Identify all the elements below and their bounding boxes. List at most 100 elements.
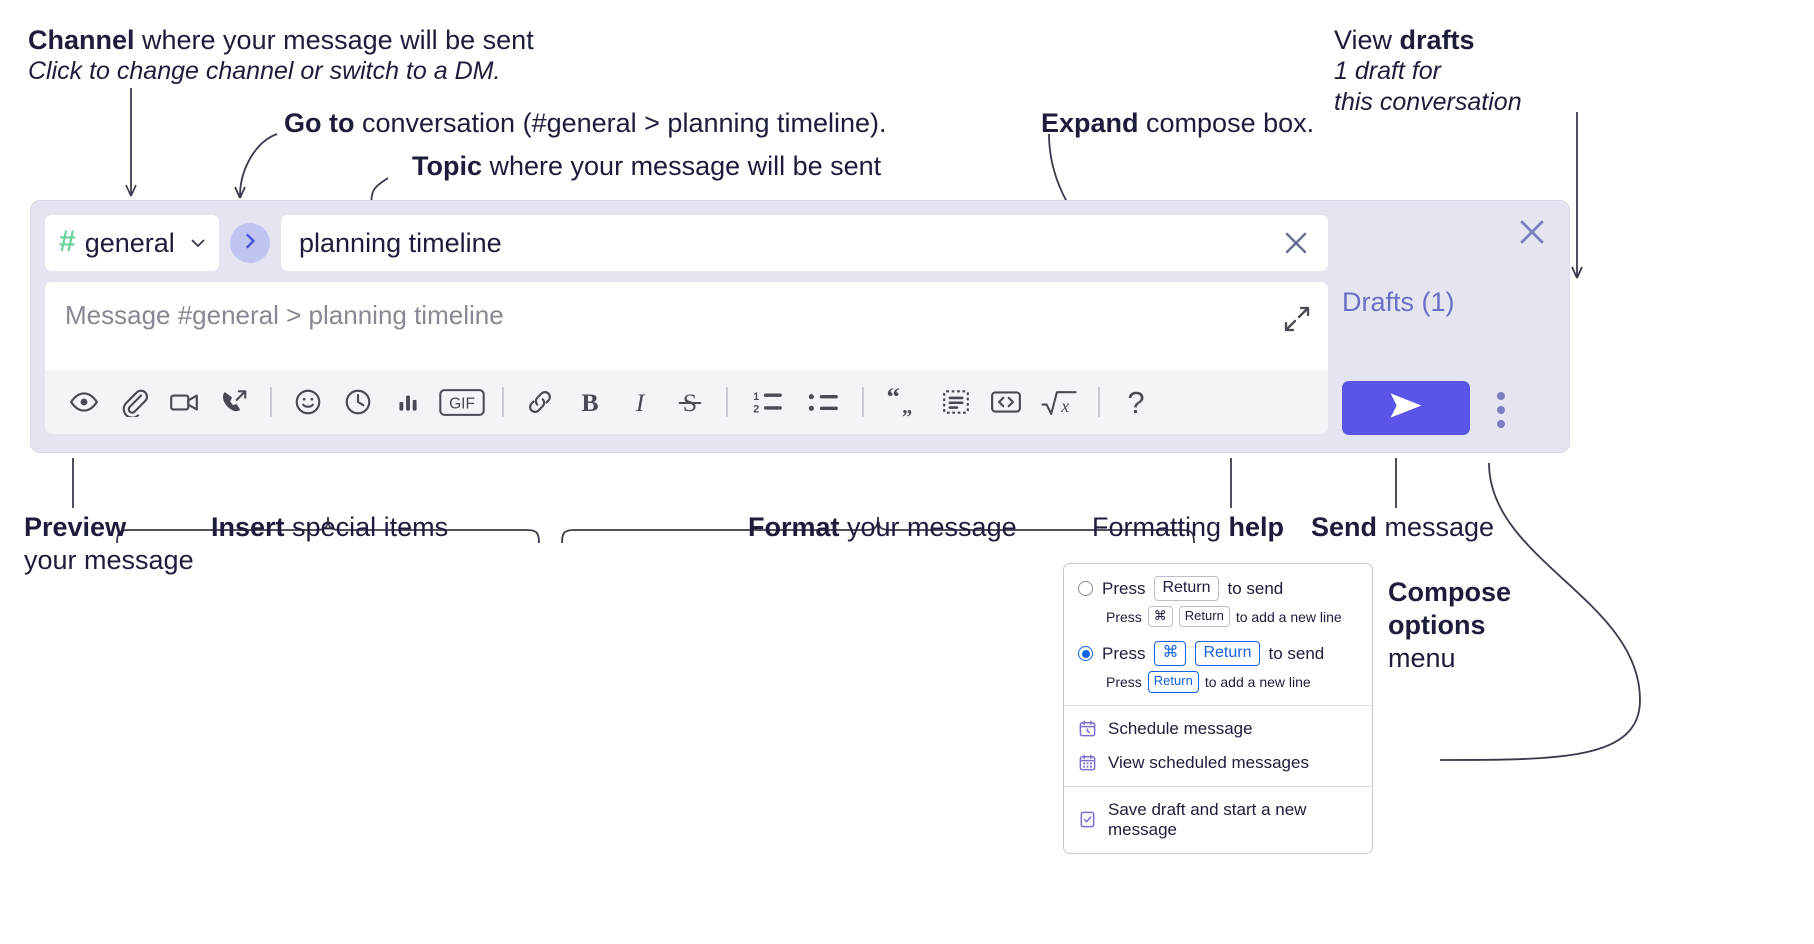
- option-cmd-return-hint: Press Return to add a new line: [1078, 671, 1358, 693]
- bold-button[interactable]: B: [565, 377, 615, 427]
- hash-icon: #: [59, 225, 76, 258]
- menu-item-label: Schedule message: [1108, 718, 1253, 738]
- menu-item-schedule-message[interactable]: Schedule message: [1064, 712, 1372, 746]
- annotation-channel: Channel where your message will be sent: [28, 25, 534, 55]
- compose-right-rail: Drafts (1): [1326, 201, 1569, 452]
- chevron-right-icon: [240, 231, 260, 256]
- send-button[interactable]: [1342, 381, 1470, 435]
- option-1-pre: Press: [1102, 578, 1146, 598]
- message-input-placeholder: Message #general > planning timeline: [65, 300, 504, 330]
- key-command-icon: ⌘: [1147, 606, 1173, 628]
- menu-item-view-scheduled-messages[interactable]: View scheduled messages: [1064, 746, 1372, 780]
- message-input-area[interactable]: Message #general > planning timeline: [45, 282, 1328, 370]
- expand-icon[interactable]: [1282, 304, 1312, 334]
- compose-panel: # general planning timeline: [30, 200, 1570, 453]
- draft-group: Save draft and start a new message: [1064, 787, 1372, 853]
- channel-name: general: [84, 227, 175, 258]
- compose-options-menu: Press Return to send Press ⌘ Return to a…: [1063, 563, 1373, 854]
- option-cmd-return-to-send[interactable]: Press ⌘ Return to send: [1078, 641, 1358, 667]
- annotation-insert: Insert special items: [211, 512, 449, 542]
- annotation-drafts-sub2: this conversation: [1334, 88, 1522, 116]
- key-return: Return: [1178, 606, 1230, 628]
- option-2-pre: Press: [1102, 643, 1146, 663]
- toolbar-separator-4: [862, 387, 864, 417]
- annotation-format: Format your message: [748, 512, 1017, 542]
- question-mark-icon: ?: [1127, 384, 1145, 420]
- annotation-drafts: View drafts: [1334, 25, 1475, 55]
- toolbar-separator-1: [270, 387, 272, 417]
- compose-header-row: # general planning timeline: [45, 215, 1328, 271]
- video-clip-button[interactable]: [159, 377, 209, 427]
- option-1-sub-post: to add a new line: [1235, 608, 1342, 625]
- chevron-down-icon: [189, 234, 207, 252]
- compose-options-button[interactable]: [1496, 391, 1506, 429]
- toolbar-separator-5: [1098, 387, 1100, 417]
- annotation-preview: Preview: [24, 512, 127, 542]
- reminder-button[interactable]: [333, 377, 383, 427]
- svg-text:“: “: [886, 387, 899, 412]
- annotation-channel-sub: Click to change channel or switch to a D…: [28, 57, 501, 85]
- blockquote-button[interactable]: “„: [875, 377, 931, 427]
- code-block-button[interactable]: [931, 377, 981, 427]
- menu-item-label: Save draft and start a new message: [1108, 799, 1307, 839]
- annotation-compose-options-2: options: [1388, 610, 1486, 640]
- option-2-sub-pre: Press: [1106, 673, 1142, 690]
- option-2-sub-post: to add a new line: [1204, 673, 1311, 690]
- strikethrough-button[interactable]: S: [665, 377, 715, 427]
- annotation-compose-options-3: menu: [1388, 643, 1456, 673]
- bulleted-list-button[interactable]: [795, 377, 851, 427]
- gif-button[interactable]: GIF: [433, 377, 491, 427]
- document-check-icon: [1078, 810, 1097, 829]
- topic-input[interactable]: planning timeline: [299, 227, 502, 258]
- code-button[interactable]: [981, 377, 1031, 427]
- go-to-conversation-button[interactable]: [230, 223, 270, 263]
- annotation-goto: Go to conversation (#general > planning …: [284, 108, 887, 138]
- clear-topic-button[interactable]: [1280, 227, 1312, 259]
- option-1-sub-pre: Press: [1106, 608, 1142, 625]
- menu-item-label: View scheduled messages: [1108, 752, 1309, 772]
- annotation-formatting-help: Formatting help: [1092, 512, 1285, 542]
- link-button[interactable]: [515, 377, 565, 427]
- calendar-grid-icon: [1078, 753, 1097, 772]
- attach-file-button[interactable]: [109, 377, 159, 427]
- channel-selector[interactable]: # general: [45, 215, 219, 271]
- drafts-link[interactable]: Drafts (1): [1342, 287, 1455, 317]
- close-compose-button[interactable]: [1515, 215, 1549, 249]
- latex-button[interactable]: x: [1031, 377, 1087, 427]
- calendar-clock-icon: [1078, 719, 1097, 738]
- emoji-button[interactable]: [283, 377, 333, 427]
- option-2-post: to send: [1268, 643, 1325, 663]
- svg-text:„: „: [902, 395, 912, 417]
- svg-text:B: B: [581, 387, 598, 416]
- radio-icon[interactable]: [1078, 581, 1093, 596]
- option-1-post: to send: [1227, 578, 1284, 598]
- send-icon: [1387, 389, 1425, 427]
- toolbar-separator-2: [502, 387, 504, 417]
- key-return: Return: [1147, 671, 1199, 693]
- annotation-expand: Expand compose box.: [1041, 108, 1315, 138]
- compose-main-column: # general planning timeline: [45, 215, 1328, 434]
- svg-text:GIF: GIF: [449, 395, 475, 412]
- preview-button[interactable]: [59, 377, 109, 427]
- svg-text:1: 1: [753, 391, 759, 403]
- audio-clip-button[interactable]: [209, 377, 259, 427]
- menu-item-save-draft[interactable]: Save draft and start a new message: [1064, 793, 1372, 847]
- send-shortcut-options: Press Return to send Press ⌘ Return to a…: [1064, 564, 1372, 705]
- menu-divider-2: [1064, 785, 1372, 787]
- key-return: Return: [1154, 576, 1219, 601]
- svg-text:2: 2: [753, 404, 759, 416]
- option-return-to-send[interactable]: Press Return to send: [1078, 576, 1358, 601]
- poll-button[interactable]: [383, 377, 433, 427]
- svg-text:I: I: [635, 387, 646, 416]
- svg-text:x: x: [1060, 395, 1069, 415]
- option-return-to-send-hint: Press ⌘ Return to add a new line: [1078, 606, 1358, 628]
- radio-icon-selected[interactable]: [1078, 646, 1093, 662]
- topic-input-wrapper[interactable]: planning timeline: [281, 215, 1328, 271]
- italic-button[interactable]: I: [615, 377, 665, 427]
- annotation-drafts-sub1: 1 draft for: [1334, 57, 1441, 85]
- formatting-help-button[interactable]: ?: [1111, 377, 1161, 427]
- annotation-send: Send message: [1311, 512, 1495, 542]
